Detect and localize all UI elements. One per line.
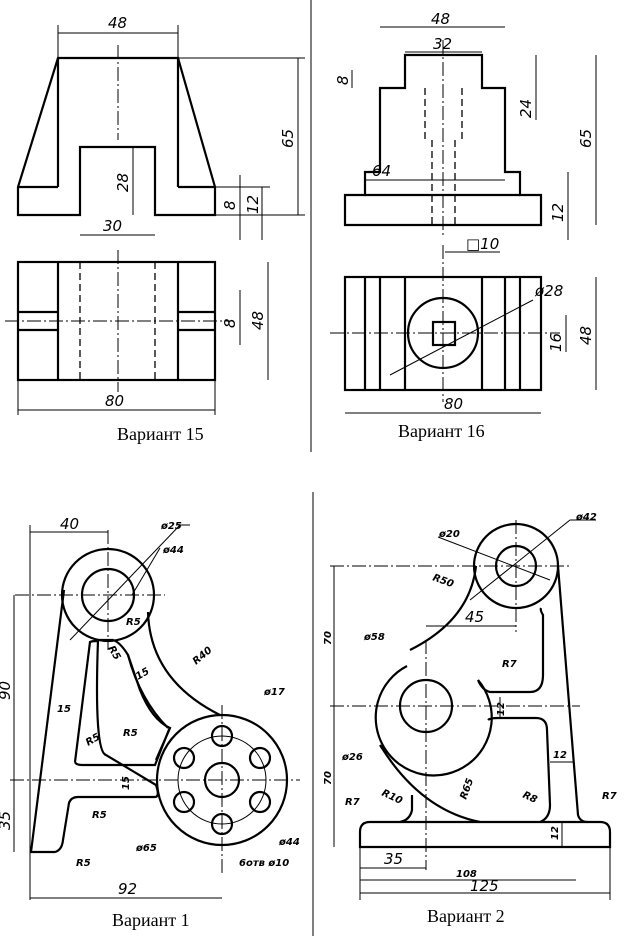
- dim-90: 90: [0, 681, 14, 700]
- dim-65: 65: [279, 129, 297, 148]
- dim-15-gap: 15: [121, 776, 132, 790]
- dim-12-gap: 12: [496, 702, 507, 716]
- dim-24: 24: [517, 99, 535, 118]
- dim-r65: R65: [458, 777, 476, 801]
- dim-8-top: 8: [221, 318, 239, 328]
- dim-35: 35: [0, 811, 14, 830]
- dim-80: 80: [105, 392, 124, 410]
- dim-r50: R50: [431, 572, 455, 590]
- dim-15-left: 15: [57, 704, 71, 715]
- dim-dia-25: ø25: [160, 521, 182, 532]
- dim-8: 8: [221, 200, 239, 210]
- dim-8: 8: [334, 75, 352, 85]
- dim-r5-f: R5: [76, 858, 91, 869]
- dim-48: 48: [108, 14, 127, 32]
- dim-dia-17: ø17: [263, 687, 285, 698]
- dim-r10: R10: [380, 788, 404, 807]
- dim-12: 12: [549, 203, 567, 222]
- dim-r40: R40: [191, 645, 215, 667]
- dim-70-upper: 70: [323, 631, 334, 645]
- dim-dia-42: ø42: [575, 512, 597, 523]
- dim-12-base: 12: [550, 826, 561, 840]
- caption-variant-1: Вариант 1: [112, 910, 190, 930]
- dim-48-top: 48: [249, 311, 267, 330]
- dim-dia-26: ø26: [341, 752, 363, 763]
- dim-dia-44: ø44: [162, 545, 184, 556]
- dim-12: 12: [244, 195, 262, 214]
- caption-variant-2: Вариант 2: [427, 906, 505, 926]
- dim-dia-44-bolt: ø44: [278, 837, 300, 848]
- dim-dia-28: ø28: [534, 282, 563, 300]
- dim-80: 80: [444, 395, 463, 413]
- dim-r7-left: R7: [345, 797, 360, 808]
- dim-12-wall: 12: [553, 750, 567, 761]
- dim-65: 65: [577, 129, 595, 148]
- dim-70-lower: 70: [323, 771, 334, 785]
- dim-32: 32: [433, 35, 452, 53]
- dim-48-top: 48: [577, 326, 595, 345]
- dim-r5-a: R5: [126, 617, 141, 628]
- dim-r7-inner: R7: [502, 659, 517, 670]
- dim-dia-20: ø20: [438, 529, 460, 540]
- dim-108: 108: [456, 869, 477, 880]
- dim-48: 48: [431, 10, 450, 28]
- dim-30: 30: [103, 217, 122, 235]
- dim-125: 125: [470, 877, 499, 895]
- dim-square-10: □10: [466, 235, 499, 253]
- dim-92: 92: [118, 880, 137, 898]
- dim-r5-d: R5: [123, 728, 138, 739]
- dim-35: 35: [384, 850, 403, 868]
- base-plate: [358, 820, 612, 849]
- dim-r7-right: R7: [602, 791, 617, 802]
- caption-variant-15: Вариант 15: [117, 424, 204, 444]
- dim-16: 16: [547, 333, 565, 352]
- variant-2: ø20 ø42 R50 70 ø58 45 R7 12 70 ø26 12 R1…: [323, 512, 617, 926]
- dim-28: 28: [114, 173, 132, 192]
- dim-64: 64: [372, 162, 391, 180]
- dim-dia-58: ø58: [363, 632, 385, 643]
- variant-16: 48 32 8 24 65 64 12 □10 ø28 16 48 80 Вар…: [330, 10, 597, 441]
- dim-45: 45: [465, 608, 484, 626]
- dim-r5-e: R5: [92, 810, 107, 821]
- variant-1: 40 ø25 ø44 R5 R5 90 R40 15 15 R5 R5 ø17 …: [0, 515, 300, 930]
- variant-15: 48 28 30 65 8 12 8 48 80 Вариант 15: [5, 14, 305, 444]
- dim-6-holes: 6отв ø10: [239, 858, 289, 869]
- dim-r8: R8: [521, 790, 539, 806]
- caption-variant-16: Вариант 16: [398, 421, 485, 441]
- dim-dia-65: ø65: [135, 843, 157, 854]
- dim-40: 40: [60, 515, 79, 533]
